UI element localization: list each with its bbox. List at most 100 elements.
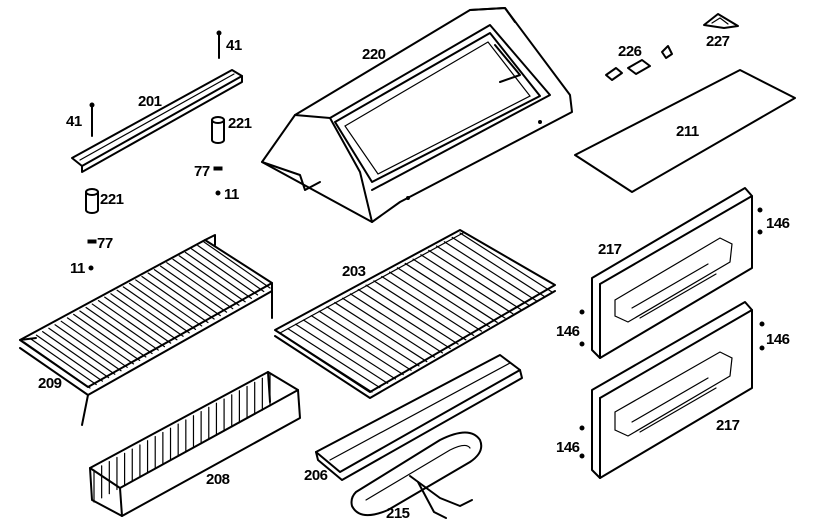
- grate-bars: [279, 232, 553, 393]
- grate-bar: [404, 262, 498, 324]
- rack-bar: [203, 241, 271, 289]
- rack-bar: [66, 317, 135, 365]
- rack-bar: [135, 279, 203, 327]
- part-220-hood: 220: [261, 7, 573, 223]
- rack-bar: [190, 248, 259, 296]
- label-77-lower: 77: [97, 235, 113, 252]
- grate-bar: [287, 328, 381, 389]
- grate-bar: [420, 254, 514, 315]
- label-146-upper-right: 146: [766, 215, 790, 232]
- part-41-screw-top: 41: [216, 30, 242, 59]
- part-215-burner: 215: [350, 431, 483, 522]
- part-203-grate: 203: [274, 229, 556, 399]
- rack-bar: [153, 268, 221, 317]
- part-146-screws-lower-left: 146: [556, 425, 585, 459]
- grate-bar: [342, 297, 436, 358]
- part-146-screws-upper-right: 146: [757, 207, 790, 235]
- part-146-screws-mid-right: 146: [759, 321, 790, 351]
- rack-bar: [35, 334, 104, 382]
- label-206: 206: [304, 467, 328, 484]
- label-215: 215: [386, 505, 410, 522]
- label-146-mid-right: 146: [766, 331, 790, 348]
- rack-bar: [54, 324, 122, 372]
- grate-bar: [295, 323, 389, 384]
- part-201-rail: 201: [71, 69, 243, 173]
- grate-bar: [357, 288, 451, 350]
- part-211-panel: 211: [574, 69, 796, 193]
- part-206-heat-shield: 206: [304, 354, 523, 484]
- rack-bar: [110, 293, 178, 341]
- part-11-washer-lower: 11: [70, 260, 94, 277]
- part-209-warming-rack: 209: [19, 234, 273, 426]
- rack-bar: [104, 296, 172, 344]
- rack-bar: [42, 331, 110, 379]
- part-41-screw-left: 41: [66, 102, 95, 137]
- label-208: 208: [206, 471, 230, 488]
- rack-bar: [159, 265, 228, 313]
- rack-bar: [197, 244, 265, 293]
- label-146-lower-left: 146: [556, 439, 580, 456]
- label-221-right: 221: [228, 115, 252, 132]
- grate-bar: [326, 306, 420, 367]
- rack-bar: [85, 306, 153, 355]
- part-221-spacer-left: 221: [85, 188, 124, 214]
- rack-bar: [178, 255, 246, 303]
- rack-bar: [166, 262, 234, 310]
- label-226: 226: [618, 43, 642, 60]
- rack-bar: [184, 251, 252, 299]
- label-11-lower: 11: [70, 260, 85, 277]
- rack-bars: [23, 241, 271, 389]
- rack-bar: [147, 272, 215, 320]
- label-217-lower: 217: [716, 417, 740, 434]
- label-217-upper: 217: [598, 241, 622, 258]
- part-227-bracket: 227: [703, 13, 739, 50]
- grate-bar: [279, 332, 373, 393]
- grate-bar: [451, 236, 545, 297]
- grate-bar: [388, 271, 483, 332]
- rack-bar: [73, 313, 141, 362]
- rack-bar: [48, 327, 116, 375]
- part-146-screws-mid-left: 146: [556, 309, 585, 347]
- rack-bar: [91, 303, 159, 351]
- rack-bar: [79, 310, 147, 358]
- label-41-left: 41: [66, 113, 82, 130]
- label-11-upper: 11: [224, 186, 239, 203]
- grate-bar: [349, 293, 444, 354]
- rack-bar: [97, 300, 166, 348]
- label-146-mid-left: 146: [556, 323, 580, 340]
- rack-bar: [23, 341, 91, 389]
- grate-bar: [334, 301, 428, 363]
- part-77-nut-lower: 77: [87, 235, 113, 252]
- grate-bar: [443, 241, 537, 302]
- grate-bar: [302, 319, 397, 380]
- rack-bar: [122, 286, 190, 334]
- rack-bar: [60, 320, 128, 368]
- part-77-nut-upper: 77: [194, 163, 223, 180]
- part-208-basket: 208: [89, 371, 301, 517]
- rack-bar: [141, 275, 209, 324]
- grate-bar: [365, 284, 459, 345]
- part-217-side-panel-upper: 217: [591, 187, 753, 359]
- rack-bar: [172, 258, 240, 306]
- label-203: 203: [342, 263, 366, 280]
- label-41-top: 41: [226, 37, 242, 54]
- basket-bars: [93, 373, 271, 503]
- part-221-spacer-right: 221: [211, 115, 252, 144]
- label-227: 227: [706, 33, 730, 50]
- grate-bar: [412, 258, 506, 319]
- label-221-left: 221: [100, 191, 124, 208]
- part-226-brackets: 226: [605, 43, 673, 81]
- grate-bar: [396, 267, 490, 328]
- grate-bar: [428, 249, 522, 310]
- grate-bar: [381, 275, 475, 337]
- grate-bar: [373, 280, 467, 341]
- label-77-upper: 77: [194, 163, 210, 180]
- label-201: 201: [138, 93, 162, 110]
- label-220: 220: [362, 46, 386, 63]
- part-217-side-panel-lower: 217: [591, 301, 753, 479]
- part-11-washer-upper: 11: [215, 186, 240, 203]
- grate-bar: [459, 232, 553, 293]
- rack-bar: [29, 337, 97, 386]
- grate-bar: [435, 245, 530, 306]
